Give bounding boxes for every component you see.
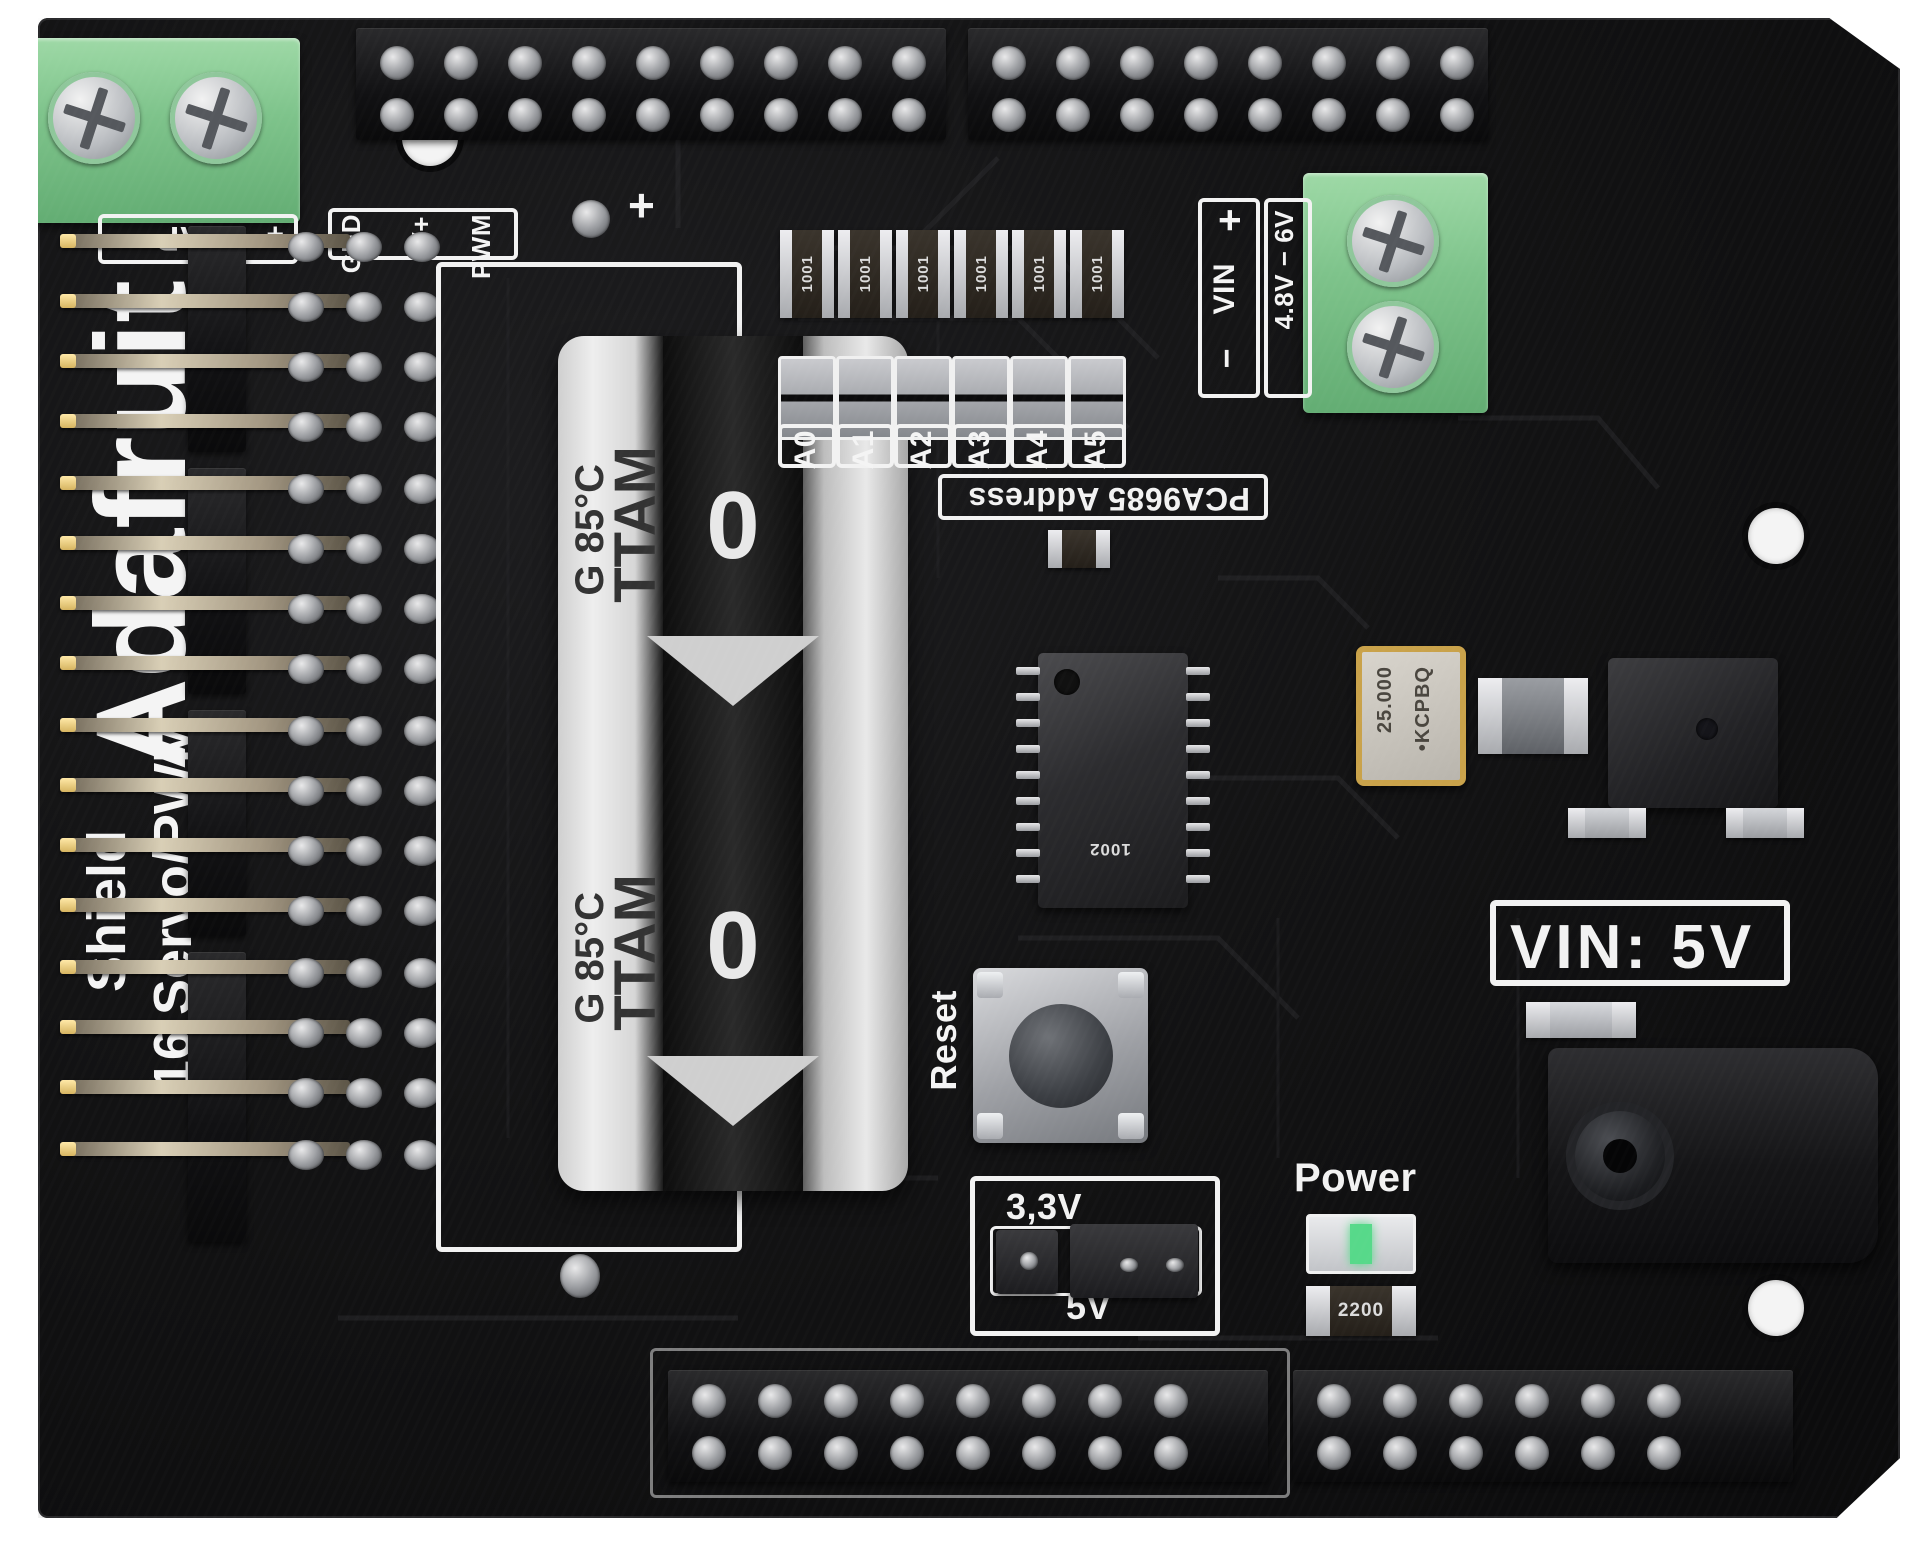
address-label-a1: A1 <box>847 430 880 470</box>
decoupling-cap-1 <box>1048 530 1110 568</box>
servo-header-block-4[interactable] <box>188 952 246 1242</box>
capacitor-rating-top: G 85°C <box>568 464 612 596</box>
capacitor-chevron-bottom <box>647 1056 819 1126</box>
crystal-code: •KCPBQ <box>1412 666 1434 752</box>
logic-jumper-pin-mid[interactable] <box>1120 1258 1138 1272</box>
resistor-1001-2: 1001 <box>896 230 950 318</box>
capacitor-lead-bottom <box>560 1254 600 1298</box>
capacitor-marking-bottom: 0 <box>706 892 760 999</box>
i2c-address-title-box <box>938 474 1268 520</box>
address-label-a2: A2 <box>905 430 938 470</box>
logic-jumper-box <box>970 1176 1220 1336</box>
bottom-header-outline <box>650 1348 1290 1498</box>
capacitor-dark-band <box>663 336 803 1191</box>
crystal-25mhz: 25.000 •KCPBQ <box>1356 646 1466 786</box>
logic-jumper-3v3-label: 3,3V <box>1006 1186 1083 1227</box>
vin-minus-label: − <box>1208 348 1246 369</box>
jack-barrel[interactable] <box>1566 1101 1674 1210</box>
resistor-1001-0: 1001 <box>780 230 834 318</box>
resistor-value: 1001 <box>1088 255 1106 293</box>
ic-pin1-dot <box>1054 669 1080 695</box>
vin-terminal-block[interactable] <box>1303 173 1488 413</box>
address-label-box-a4 <box>1010 424 1068 468</box>
capacitor-lead-top <box>572 200 610 238</box>
terminal-screw-1[interactable] <box>48 72 140 164</box>
resistor-value: 1001 <box>856 255 874 293</box>
resistor-1001-1: 1001 <box>838 230 892 318</box>
logic-jumper-pin-left[interactable] <box>1020 1252 1038 1270</box>
pcb-board: + VIN − 4.8V − 6V <box>38 18 1900 1518</box>
vin-range-box <box>1264 198 1312 398</box>
regulator-pad-right <box>1726 808 1804 838</box>
resistor-1001-4: 1001 <box>1012 230 1066 318</box>
resistor-1001-3: 1001 <box>954 230 1008 318</box>
address-label-box-a2 <box>894 424 952 468</box>
capacitor-chevron-top <box>647 636 819 706</box>
jack-pin-hole <box>1603 1138 1637 1173</box>
dc-barrel-jack[interactable] <box>1548 1048 1878 1263</box>
arduino-header-digital-low[interactable] <box>968 28 1488 140</box>
resistor-value: 1001 <box>914 255 932 293</box>
jack-pad-top <box>1526 1002 1636 1038</box>
vin-plus-label: + <box>1208 208 1252 232</box>
power-label: Power <box>1294 1156 1417 1200</box>
logic-jumper-pin-right[interactable] <box>1166 1258 1184 1272</box>
crystal-frequency: 25.000 <box>1374 666 1396 734</box>
resistor-value: 1001 <box>798 255 816 293</box>
address-label-box-a5 <box>1068 424 1126 468</box>
resistor-1001-5: 1001 <box>1070 230 1124 318</box>
mounting-hole-right-top <box>1748 508 1804 564</box>
address-label-box-a3 <box>952 424 1010 468</box>
i2c-address-title: PCA9685 Address <box>968 481 1250 517</box>
address-label-box-a1 <box>836 424 894 468</box>
vin-name-label: VIN <box>1208 263 1241 315</box>
vin-5v-box <box>1490 900 1790 986</box>
vin-screw-minus[interactable] <box>1347 301 1439 393</box>
inductor <box>1478 678 1588 754</box>
capacitor-terminal-block[interactable] <box>38 38 300 223</box>
address-label-a0: A0 <box>789 430 822 470</box>
vin-5v-label: VIN: 5V <box>1510 913 1756 982</box>
power-led <box>1306 1214 1416 1274</box>
led-resistor-value: 2200 <box>1337 1300 1385 1321</box>
capacitor-marking-top: 0 <box>706 472 760 579</box>
mounting-hole-right-bottom <box>1748 1280 1804 1336</box>
terminal-screw-2[interactable] <box>170 72 262 164</box>
capacitor-rating-bottom: G 85°C <box>568 892 612 1024</box>
vin-range-label: 4.8V − 6V <box>1269 210 1299 330</box>
voltage-regulator <box>1608 658 1778 808</box>
resistor-value: 1001 <box>972 255 990 293</box>
reset-button[interactable] <box>973 968 1148 1143</box>
vin-screw-plus[interactable] <box>1347 195 1439 287</box>
address-label-box-a0 <box>778 424 836 468</box>
vin-label-box <box>1198 198 1260 398</box>
address-label-a3: A3 <box>963 430 996 470</box>
led-resistor: 2200 <box>1306 1286 1416 1336</box>
resistor-value: 1001 <box>1030 255 1048 293</box>
reset-label: Reset <box>923 990 964 1091</box>
led-emitter <box>1350 1224 1372 1264</box>
resistor-value-1002: 1002 <box>1089 840 1131 859</box>
reset-button-cap[interactable] <box>1008 1003 1113 1108</box>
electrolytic-capacitor: 0 0 TTAM G 85°C TTAM G 85°C <box>558 336 908 1191</box>
capacitor-polarity-plus: + <box>628 179 656 231</box>
address-label-a5: A5 <box>1079 430 1112 470</box>
pca9685-ic <box>1016 653 1210 908</box>
regulator-pad-left <box>1568 808 1646 838</box>
address-label-a4: A4 <box>1021 430 1054 470</box>
